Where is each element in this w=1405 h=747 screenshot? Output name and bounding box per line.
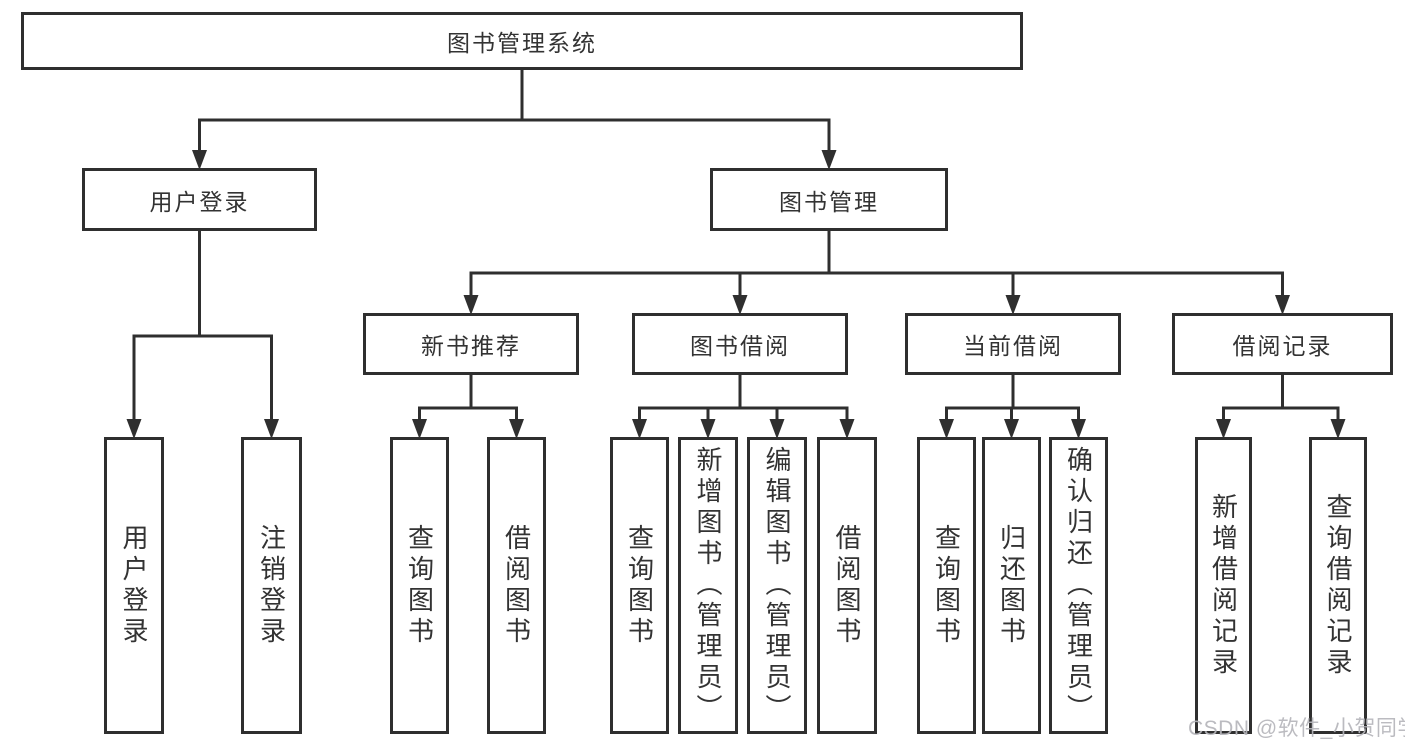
connector-book-borrow-to-leaf-query-book-2 xyxy=(638,373,742,422)
node-leaf-query-book-3: 查询图书 xyxy=(917,437,976,734)
node-leaf-logout: 注销登录 xyxy=(241,437,302,734)
arrowhead-icon xyxy=(412,419,427,439)
connector-book-mgmt-to-current-borrow xyxy=(827,229,1015,298)
connector-book-mgmt-to-book-borrow xyxy=(738,229,831,298)
arrowhead-icon xyxy=(732,295,748,315)
node-label-leaf-confirm-return: 确认归还（管理员） xyxy=(1063,446,1094,725)
connector-new-book-rec-to-leaf-query-book-1 xyxy=(418,373,473,422)
connector-book-borrow-to-leaf-borrow-book-2 xyxy=(738,373,849,422)
node-new-book-rec: 新书推荐 xyxy=(363,313,579,375)
arrowhead-icon xyxy=(1330,419,1346,439)
arrowhead-icon xyxy=(126,419,142,439)
arrowhead-icon xyxy=(1071,419,1086,439)
node-label-leaf-user-login: 用户登录 xyxy=(119,523,149,648)
node-leaf-borrow-book-2: 借阅图书 xyxy=(817,437,877,734)
connector-current-borrow-to-leaf-confirm-return xyxy=(1011,373,1080,422)
node-current-borrow: 当前借阅 xyxy=(905,313,1121,375)
node-label-leaf-return-book: 归还图书 xyxy=(996,523,1027,648)
node-book-mgmt: 图书管理 xyxy=(710,168,948,231)
arrowhead-icon xyxy=(509,419,524,439)
node-label-leaf-query-book-1: 查询图书 xyxy=(404,523,435,648)
connector-book-borrow-to-leaf-edit-book xyxy=(738,373,779,422)
node-leaf-return-book: 归还图书 xyxy=(982,437,1041,734)
node-leaf-add-book: 新增图书（管理员） xyxy=(678,437,738,734)
connector-user-login-group-to-leaf-logout xyxy=(198,229,273,422)
node-label-book-mgmt: 图书管理 xyxy=(779,188,879,215)
node-leaf-query-book-2: 查询图书 xyxy=(610,437,669,734)
node-label-leaf-borrow-book-2: 借阅图书 xyxy=(832,523,862,648)
node-leaf-confirm-return: 确认归还（管理员） xyxy=(1049,437,1108,734)
connector-user-login-group-to-leaf-user-login xyxy=(132,229,201,422)
node-label-leaf-logout: 注销登录 xyxy=(256,523,287,648)
node-label-root: 图书管理系统 xyxy=(447,30,597,56)
connector-book-mgmt-to-borrow-records xyxy=(827,229,1284,298)
arrowhead-icon xyxy=(463,295,479,315)
arrowhead-icon xyxy=(1005,295,1021,315)
node-leaf-query-book-1: 查询图书 xyxy=(390,437,449,734)
connector-current-borrow-to-leaf-query-book-3 xyxy=(945,373,1015,422)
node-leaf-add-record: 新增借阅记录 xyxy=(1195,437,1252,734)
node-label-current-borrow: 当前借阅 xyxy=(963,333,1063,359)
node-label-leaf-query-record: 查询借阅记录 xyxy=(1323,492,1353,679)
arrowhead-icon xyxy=(1216,419,1231,439)
node-leaf-user-login: 用户登录 xyxy=(104,437,164,734)
node-label-leaf-query-book-3: 查询图书 xyxy=(931,523,962,648)
node-label-user-login-group: 用户登录 xyxy=(149,188,250,215)
connector-borrow-records-to-leaf-query-record xyxy=(1281,373,1340,422)
node-label-leaf-borrow-book-1: 借阅图书 xyxy=(501,523,532,648)
node-leaf-edit-book: 编辑图书（管理员） xyxy=(747,437,807,734)
arrowhead-icon xyxy=(821,150,837,170)
node-label-leaf-query-book-2: 查询图书 xyxy=(624,523,655,648)
node-label-leaf-add-record: 新增借阅记录 xyxy=(1208,492,1239,679)
connector-new-book-rec-to-leaf-borrow-book-1 xyxy=(469,373,518,422)
connector-borrow-records-to-leaf-add-record xyxy=(1222,373,1284,422)
arrowhead-icon xyxy=(1275,295,1290,315)
node-leaf-borrow-book-1: 借阅图书 xyxy=(487,437,546,734)
node-label-new-book-rec: 新书推荐 xyxy=(421,333,521,359)
arrowhead-icon xyxy=(700,419,716,439)
node-borrow-records: 借阅记录 xyxy=(1172,313,1393,375)
node-label-leaf-add-book: 新增图书（管理员） xyxy=(693,446,723,725)
arrowhead-icon xyxy=(939,419,954,439)
connector-root-to-user-login-group xyxy=(198,68,524,153)
connector-book-mgmt-to-new-book-rec xyxy=(469,229,831,298)
node-root: 图书管理系统 xyxy=(21,12,1023,70)
node-book-borrow: 图书借阅 xyxy=(632,313,848,375)
arrowhead-icon xyxy=(632,419,647,439)
arrowhead-icon xyxy=(769,419,785,439)
node-label-book-borrow: 图书借阅 xyxy=(690,333,790,359)
node-label-borrow-records: 借阅记录 xyxy=(1232,333,1333,359)
node-label-leaf-edit-book: 编辑图书（管理员） xyxy=(762,446,792,725)
arrowhead-icon xyxy=(264,419,279,439)
node-leaf-query-record: 查询借阅记录 xyxy=(1309,437,1367,734)
arrowhead-icon xyxy=(1004,419,1019,439)
arrowhead-icon xyxy=(839,419,855,439)
arrowhead-icon xyxy=(192,150,207,170)
connector-book-borrow-to-leaf-add-book xyxy=(706,373,742,422)
connector-root-to-book-mgmt xyxy=(520,68,831,153)
csdn-watermark: CSDN @软件_小贺同学 xyxy=(1188,717,1405,740)
node-user-login-group: 用户登录 xyxy=(82,168,317,231)
